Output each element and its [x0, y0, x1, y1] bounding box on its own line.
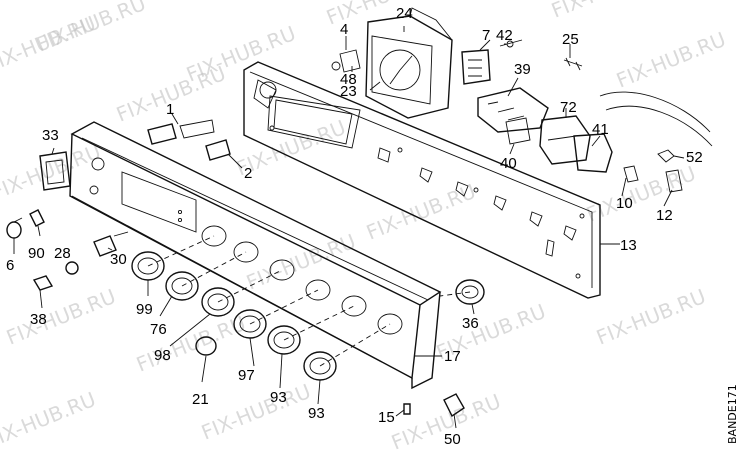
bezel-76 — [165, 271, 199, 301]
callout-93-b: 93 — [308, 405, 325, 422]
callout-33: 33 — [42, 127, 59, 144]
callout-10: 10 — [616, 195, 633, 212]
callout-15: 15 — [378, 409, 395, 426]
watermark: FIX-HUB.RU — [0, 139, 104, 205]
callout-17: 17 — [444, 348, 461, 365]
screw-15 — [403, 403, 411, 415]
nut-28 — [65, 261, 79, 275]
watermark: FIX-HUB.RU — [3, 284, 119, 350]
drawing-code: BANDE171 — [726, 384, 739, 444]
part-2 — [205, 139, 231, 161]
callout-7: 7 — [482, 27, 490, 44]
callout-1: 1 — [166, 101, 174, 118]
timer-assembly — [331, 7, 453, 119]
callout-50: 50 — [444, 431, 461, 448]
callout-90: 90 — [28, 245, 45, 262]
control-knobs — [131, 235, 485, 418]
callout-98: 98 — [154, 347, 171, 364]
watermark: FIX-HUB.RU — [183, 21, 299, 87]
watermark: FIX-HUB.RU — [198, 379, 314, 445]
callout-99: 99 — [136, 301, 153, 318]
callout-12: 12 — [656, 207, 673, 224]
callout-38: 38 — [30, 311, 47, 328]
front-panel — [69, 121, 442, 390]
callout-97: 97 — [238, 367, 255, 384]
callout-72: 72 — [560, 99, 577, 116]
watermark: FIX-HUB.RU — [593, 284, 709, 350]
callout-48: 48 — [340, 71, 357, 88]
knob-50 — [443, 393, 465, 418]
bezel-36 — [455, 279, 485, 305]
callout-40: 40 — [500, 155, 517, 172]
button-6 — [6, 221, 22, 239]
bezel-98 — [201, 287, 235, 317]
watermark: FIX-HUB.RU — [613, 27, 729, 93]
left-small-parts — [6, 119, 411, 415]
callout-labels: 1 2 4 6 7 10 12 13 15 17 21 23 24 25 28 … — [6, 5, 703, 448]
callout-2: 2 — [244, 165, 252, 182]
knob-21 — [195, 336, 217, 356]
callout-93-a: 93 — [270, 389, 287, 406]
lamp-lens-33 — [39, 151, 71, 191]
part-30 — [93, 235, 117, 257]
callout-6: 6 — [6, 257, 14, 274]
callout-76: 76 — [150, 321, 167, 338]
part-1 — [147, 123, 177, 145]
bolt-90 — [29, 209, 45, 227]
clip-38 — [32, 275, 54, 291]
rear-panel — [243, 61, 601, 299]
callout-21: 21 — [192, 391, 209, 408]
callout-30: 30 — [110, 251, 127, 268]
callout-25: 25 — [562, 31, 579, 48]
callout-4: 4 — [340, 21, 348, 38]
callout-23: 23 — [340, 83, 357, 100]
callout-39: 39 — [514, 61, 531, 78]
bezel-93-a — [267, 325, 301, 355]
callout-52: 52 — [686, 149, 703, 166]
switch-components — [461, 39, 713, 193]
watermark: FIX-HUB.RU — [548, 0, 664, 23]
watermark: FIX-HUB.RU — [33, 0, 149, 57]
watermark: FIX-HUB.RU — [363, 179, 479, 245]
callout-42: 42 — [496, 27, 513, 44]
callout-36: 36 — [462, 315, 479, 332]
callout-24: 24 — [396, 5, 413, 22]
callout-41: 41 — [592, 121, 609, 138]
leader-lines — [13, 26, 685, 429]
watermark: FIX-HUB.RU — [0, 387, 99, 450]
callout-13: 13 — [620, 237, 637, 254]
callout-28: 28 — [54, 245, 71, 262]
watermark: FIX-HUB.RU — [243, 229, 359, 295]
